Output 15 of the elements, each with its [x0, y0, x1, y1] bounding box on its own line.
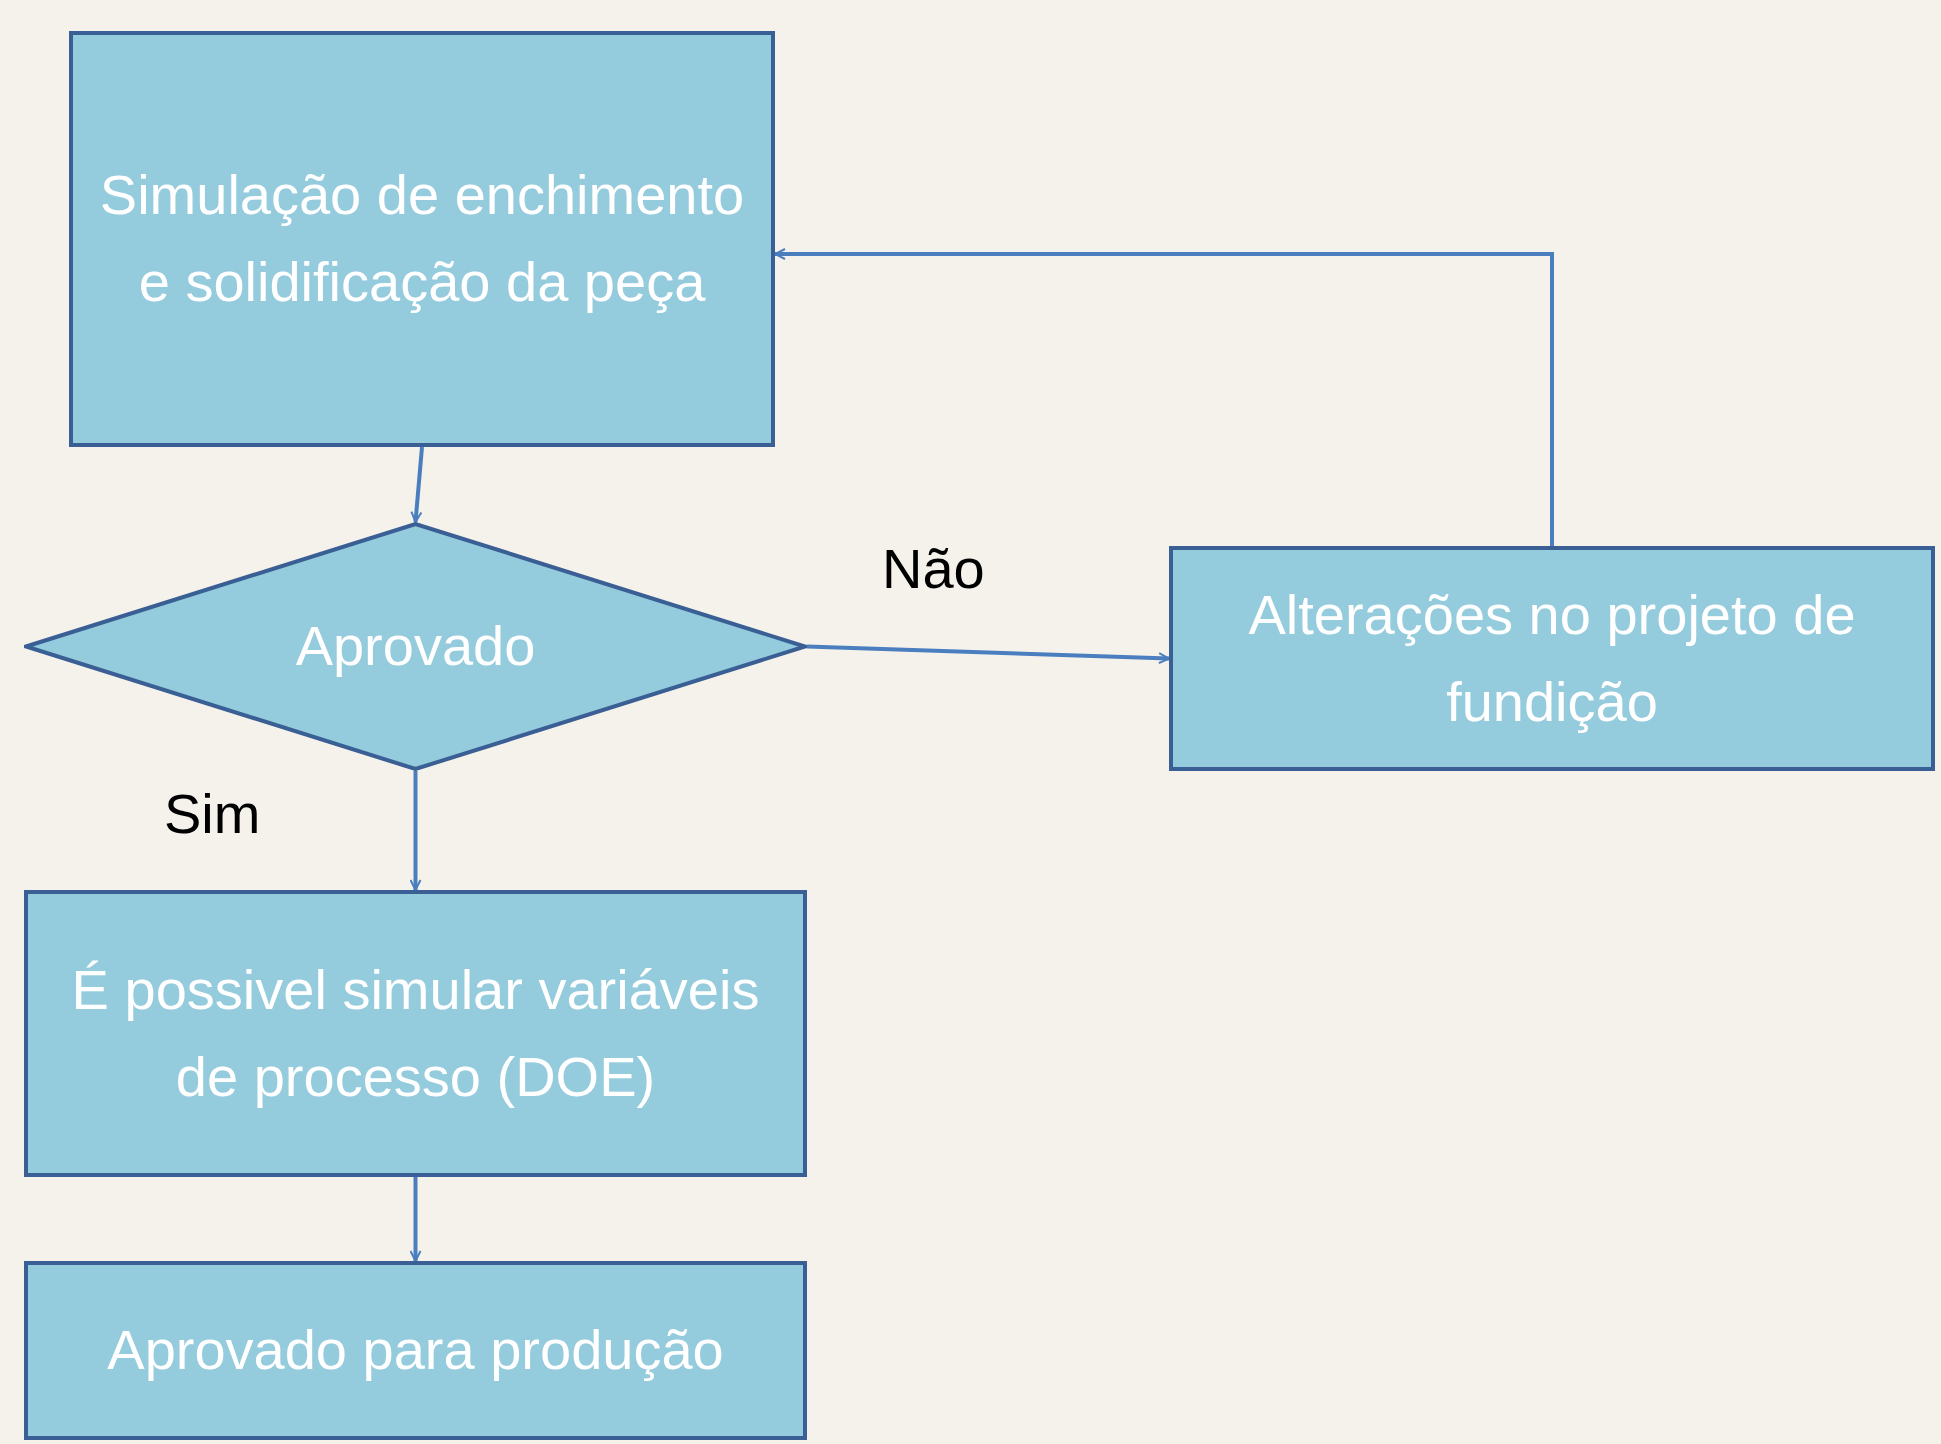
- arrow: [409, 1177, 422, 1262]
- process-box: [24, 1261, 807, 1440]
- node-text: É possivel simular variáveis de processo (DOE): [70, 956, 761, 1110]
- node-text: Simulação de enchimento e solidificação da peça: [98, 162, 746, 315]
- node-text: Aprovado: [295, 613, 536, 680]
- process-box: [69, 31, 775, 447]
- node-text: Aprovado para produção: [107, 1317, 724, 1384]
- node-text: Alterações no projeto de fundição: [1247, 581, 1857, 735]
- process-box: [1169, 546, 1935, 771]
- arrow: [774, 248, 1554, 546]
- arrow: [806, 644, 1170, 665]
- arrow: [409, 771, 422, 891]
- arrow: [410, 446, 424, 523]
- process-box: [24, 890, 807, 1177]
- decision-diamond: [24, 522, 807, 771]
